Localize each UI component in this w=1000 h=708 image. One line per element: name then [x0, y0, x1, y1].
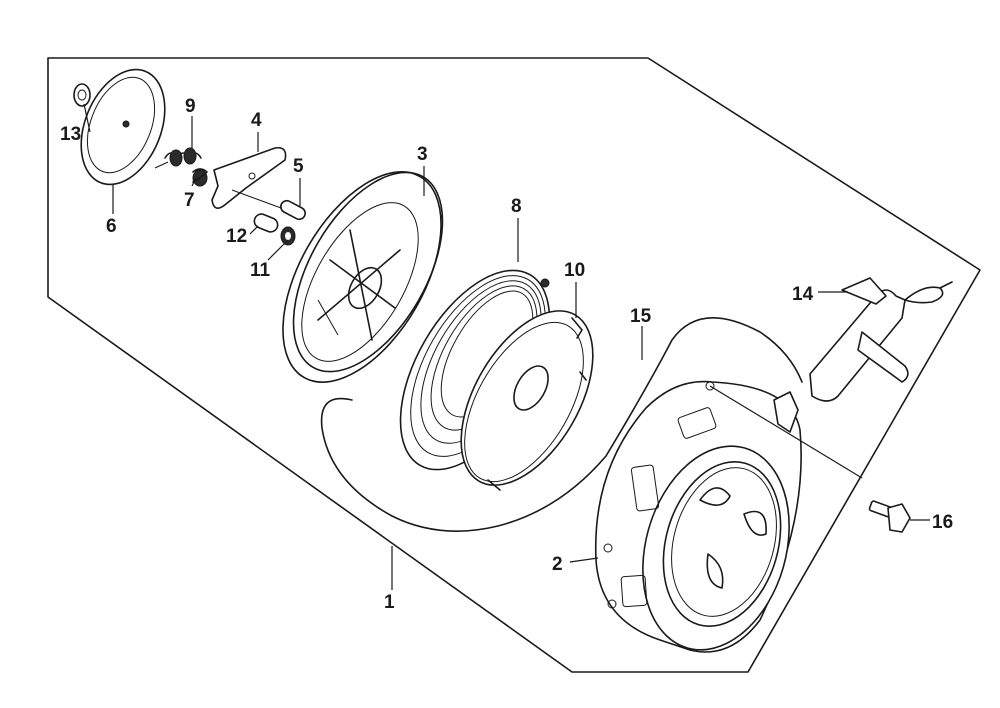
callout-10: 10 — [564, 260, 585, 281]
callout-15: 15 — [630, 306, 652, 327]
assembly-boundary — [47, 57, 981, 673]
callout-11: 11 — [250, 260, 271, 281]
part-spring-9 — [154, 147, 202, 169]
callout-13: 13 — [60, 124, 81, 145]
callout-16: 16 — [932, 512, 953, 533]
callout-1: 1 — [384, 592, 395, 613]
callout-7: 7 — [184, 190, 195, 211]
callout-2: 2 — [552, 554, 563, 575]
callout-12: 12 — [226, 226, 247, 247]
callout-14: 14 — [792, 284, 814, 305]
part-pin-5 — [280, 199, 306, 221]
callout-4: 4 — [251, 110, 262, 131]
part-rope-15 — [320, 316, 803, 532]
part-pin-12 — [253, 213, 279, 233]
part-housing-2 — [594, 380, 802, 653]
part-nut-13 — [73, 83, 91, 107]
callout-6: 6 — [106, 216, 117, 237]
part-handle-14 — [809, 277, 953, 402]
callout-8: 8 — [511, 196, 522, 217]
part-washer-11 — [280, 226, 296, 246]
part-ratchet-4 — [211, 146, 293, 213]
part-bolt-16 — [868, 500, 911, 533]
part-reel-3 — [282, 171, 444, 383]
callout-9: 9 — [185, 96, 196, 117]
leader-lines — [83, 103, 930, 590]
part-spring-7 — [192, 168, 208, 187]
part-spring-case-10 — [460, 310, 594, 491]
part-cover-plate — [80, 68, 166, 186]
callout-5: 5 — [293, 156, 304, 177]
callout-3: 3 — [417, 144, 428, 165]
